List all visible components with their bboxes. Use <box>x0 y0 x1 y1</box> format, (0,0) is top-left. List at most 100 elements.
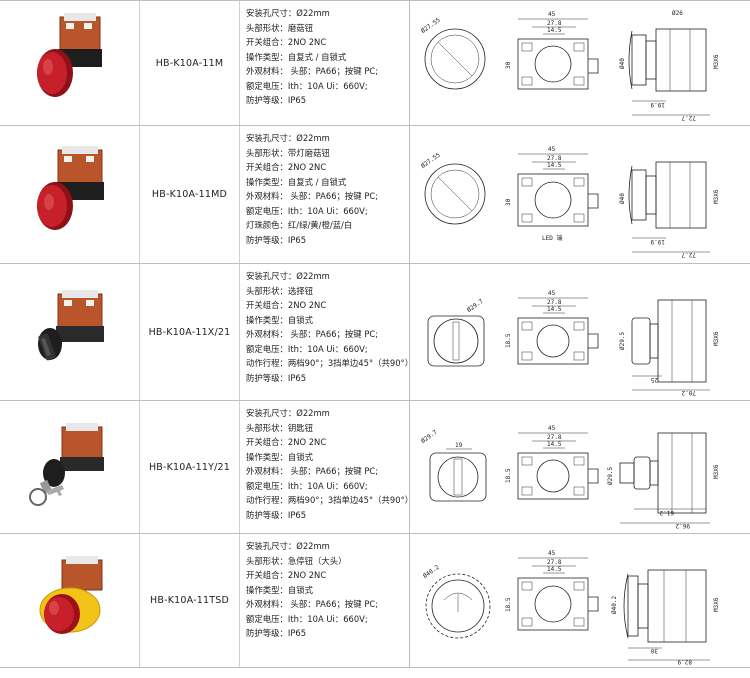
technical-drawing: Ø40.2 45 27.8 14.5 18.5 <box>422 550 720 665</box>
spec-line: 操作类型：自复式 / 自锁式 <box>246 176 347 187</box>
top-view: 45 27.8 14.5 18.5 <box>505 425 599 500</box>
dimension-label: 14.5 <box>547 27 562 34</box>
spec-line: 头部形状：选择钮 <box>246 285 313 296</box>
side-view: Ø29.5 M3X6 61.2 96.2 <box>607 432 720 529</box>
spec-line: 安装孔尺寸：Ø22mm <box>246 133 330 143</box>
dimension-label: M3X6 <box>713 189 720 204</box>
spec-cell: 安装孔尺寸：Ø22mm 头部形状：磨菇钮 开关组合：2NO 2NC 操作类型：自… <box>240 1 410 125</box>
spec-line: 头部形状：钥匙钮 <box>246 422 313 433</box>
side-view: Ø26 Ø40 M3X6 19.9 72.7 <box>619 10 720 121</box>
spec-line: 防护等级：IP65 <box>246 509 307 520</box>
spec-line: 额定电压：Ith：10A Ui：660V; <box>246 613 368 624</box>
table-row: HB-K10A-11M 安装孔尺寸：Ø22mm 头部形状：磨菇钮 开关组合：2N… <box>0 1 750 126</box>
spec-line: 防护等级：IP65 <box>246 628 307 638</box>
table-row: HB-K10A-11Y/21 安装孔尺寸：Ø22mm 头部形状：钥匙钮 开关组合… <box>0 401 750 534</box>
table-row: HB-K10A-11MD 安装孔尺寸：Ø22mm 头部形状：带灯磨菇钮 开关组合… <box>0 126 750 264</box>
dimension-label: 72.7 <box>681 114 696 121</box>
spec-line: 开关组合：2NO 2NC <box>246 437 327 447</box>
dimension-label: 19 <box>455 442 463 449</box>
technical-drawing-cell: Ø40.2 45 27.8 14.5 18.5 <box>410 534 750 667</box>
spec-line: 开关组合：2NO 2NC <box>246 162 327 172</box>
dimension-label: 27.8 <box>547 299 562 306</box>
technical-drawing: Ø29.7 45 27.8 14.5 18.5 <box>427 290 720 396</box>
dimension-label: Ø40.2 <box>422 564 441 580</box>
table-row: HB-K10A-11TSD 安装孔尺寸：Ø22mm 头部形状：急停钮（大头） 开… <box>0 534 750 668</box>
dimension-label: Ø29.5 <box>607 467 614 485</box>
spec-line: 操作类型：自锁式 <box>246 314 313 325</box>
technical-drawing: Ø27.55 45 27.8 14.5 30 <box>420 10 720 121</box>
dimension-label: 18.5 <box>505 333 512 348</box>
dimension-label: 19.9 <box>650 101 665 108</box>
spec-line: 头部形状：磨菇钮 <box>246 22 313 33</box>
technical-drawing: 19 Ø29.7 45 27.8 14.5 18.5 <box>420 425 720 529</box>
emergency-stop-button-photo <box>39 556 103 634</box>
dimension-label: 82.9 <box>677 658 692 665</box>
model-number: HB-K10A-11Y/21 <box>148 461 231 473</box>
dimension-label: 14.5 <box>547 566 562 573</box>
product-photo-cell <box>0 401 140 533</box>
top-view: 45 27.8 14.5 30 <box>505 11 599 90</box>
dimension-label: 14.5 <box>547 162 562 169</box>
product-photo-cell <box>0 264 140 400</box>
model-number: HB-K10A-11TSD <box>150 595 229 606</box>
dimension-label: Ø29.7 <box>420 429 439 445</box>
dimension-label: 30 <box>505 61 512 69</box>
model-cell: HB-K10A-11MD <box>140 126 240 263</box>
dimension-label: 45 <box>548 290 556 297</box>
spec-line: 额定电压：Ith：10A Ui：660V; <box>246 480 368 491</box>
spec-line: 开关组合：2NO 2NC <box>246 300 327 310</box>
model-number: HB-K10A-11MD <box>151 189 228 200</box>
spec-line: 操作类型：自复式 / 自锁式 <box>246 51 347 62</box>
dimension-label: 18.5 <box>505 468 512 483</box>
top-view: 45 27.8 14.5 30 LED 端 <box>505 146 599 242</box>
selector-switch-photo <box>38 290 104 361</box>
side-view: Ø29.5 M3X6 25 70.2 <box>619 299 720 396</box>
technical-drawing-cell: Ø27.55 45 27.8 14.5 30 LED 端 <box>410 126 750 263</box>
spec-line: 开关组合：2NO 2NC <box>246 570 327 580</box>
side-view: Ø40 M3X6 19.9 72.7 <box>619 161 720 258</box>
dimension-label: 30 <box>650 647 658 654</box>
front-view: Ø27.55 <box>420 152 486 225</box>
spec-line: 外观材料： 头部：PA66；按键 PC; <box>246 191 379 201</box>
spec-line: 外观材料： 头部：PA66；按键 PC; <box>246 599 379 609</box>
model-cell: HB-K10A-11M <box>140 1 240 125</box>
dimension-label: 45 <box>548 146 556 153</box>
dimension-label: 19.9 <box>650 238 665 245</box>
technical-drawing-cell: Ø29.7 45 27.8 14.5 18.5 <box>410 264 750 400</box>
dimension-label: M3X6 <box>713 331 720 346</box>
dimension-label: 14.5 <box>547 441 562 448</box>
dimension-label: Ø40 <box>619 58 626 69</box>
model-cell: HB-K10A-11Y/21 <box>140 401 240 533</box>
spec-line: 动作行程：两档90°；3挡单边45°（共90°） <box>246 358 414 368</box>
dimension-label: 27.8 <box>547 20 562 27</box>
dimension-label: 45 <box>548 11 556 18</box>
product-photo-cell <box>0 126 140 263</box>
side-view: Ø40.2 M3X6 30 82.9 <box>611 569 720 665</box>
dimension-label: 45 <box>548 550 556 557</box>
dimension-label: Ø26 <box>672 10 683 17</box>
dimension-label: Ø40 <box>619 193 626 204</box>
dimension-label: M3X6 <box>713 54 720 69</box>
spec-line: 头部形状：带灯磨菇钮 <box>246 147 330 158</box>
dimension-label: 27.8 <box>547 434 562 441</box>
spec-line: 灯珠颜色：红/绿/黄/橙/蓝/白 <box>246 220 353 230</box>
spec-cell: 安装孔尺寸：Ø22mm 头部形状：带灯磨菇钮 开关组合：2NO 2NC 操作类型… <box>240 126 410 263</box>
dimension-label: 27.8 <box>547 155 562 162</box>
spec-line: 安装孔尺寸：Ø22mm <box>246 408 330 418</box>
technical-drawing-cell: Ø27.55 45 27.8 14.5 30 <box>410 1 750 125</box>
spec-line: 外观材料： 头部：PA66；按键 PC; <box>246 329 379 339</box>
front-view: Ø29.7 <box>427 298 485 367</box>
dimension-label: 18.5 <box>505 597 512 612</box>
product-photo-cell <box>0 1 140 125</box>
dimension-label: M3X6 <box>713 464 720 479</box>
spec-line: 头部形状：急停钮（大头） <box>246 555 347 566</box>
spec-line: 外观材料： 头部：PA66；按键 PC; <box>246 466 379 476</box>
model-number: HB-K10A-11M <box>155 57 224 69</box>
dimension-label: Ø29.7 <box>466 298 485 314</box>
dimension-label: 61.2 <box>659 509 674 516</box>
spec-line: 操作类型：自锁式 <box>246 584 313 595</box>
spec-cell: 安装孔尺寸：Ø22mm 头部形状：钥匙钮 开关组合：2NO 2NC 操作类型：自… <box>240 401 413 533</box>
spec-line: 防护等级：IP65 <box>246 372 307 383</box>
spec-line: 开关组合：2NO 2NC <box>246 37 327 47</box>
front-view: Ø27.55 <box>420 17 486 90</box>
